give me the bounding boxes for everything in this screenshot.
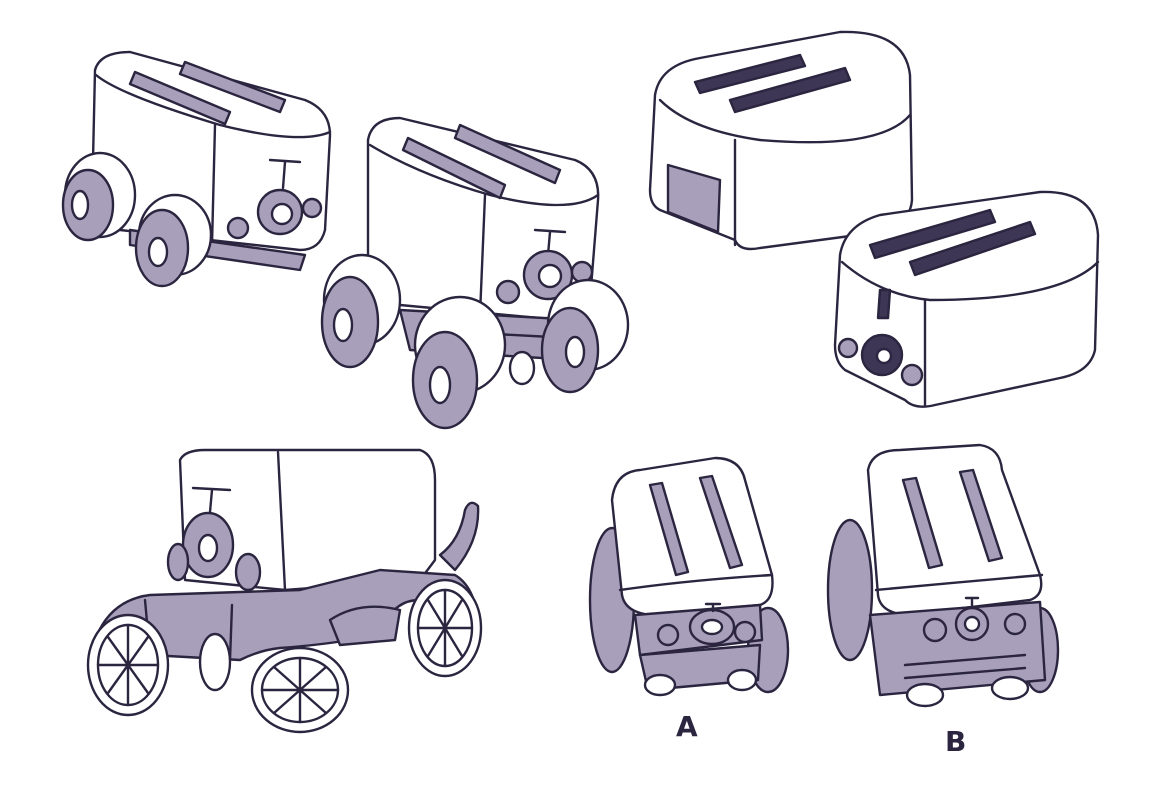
toaster-car-sketch-1 [61, 50, 332, 288]
toaster-car-front-view-b [826, 443, 1060, 708]
toaster-car-front-view-a [588, 456, 790, 697]
view-label-b: B [945, 725, 967, 758]
view-label-a: A [676, 710, 698, 743]
toaster-sketch-plain [648, 30, 914, 251]
toaster-car-sketch-vintage [86, 448, 483, 734]
toaster-car-sketch-2 [320, 116, 630, 430]
toaster-sketch-lever [833, 190, 1100, 408]
